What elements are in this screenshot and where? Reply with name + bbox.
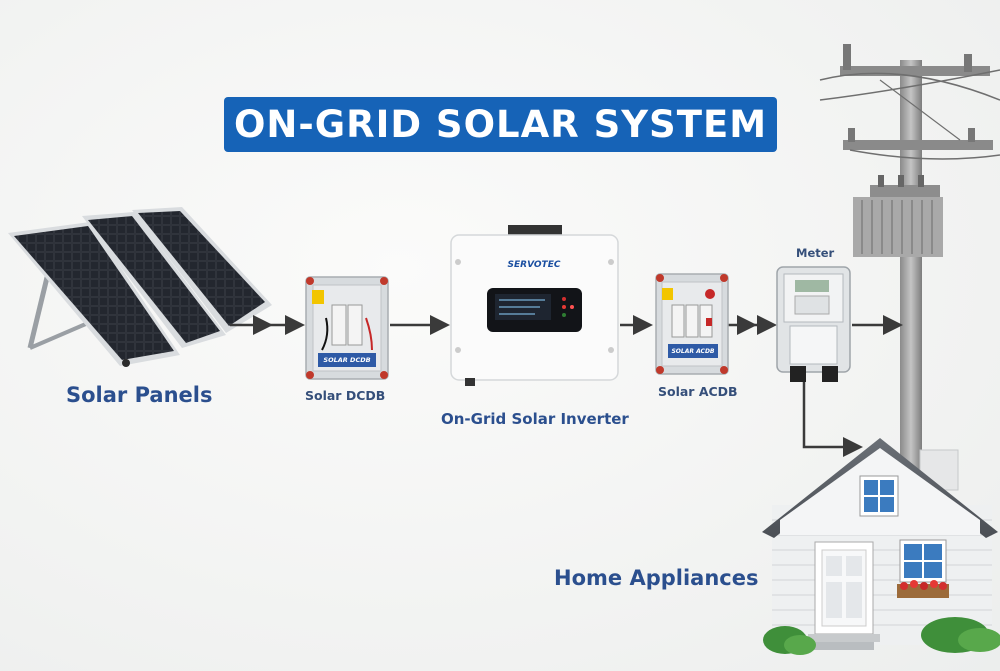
acdb-plate-text: SOLAR ACDB bbox=[671, 348, 714, 355]
diagram-title: ON-GRID SOLAR SYSTEM bbox=[233, 103, 768, 146]
flow-arrows bbox=[230, 315, 903, 457]
utility-pole bbox=[819, 44, 1000, 480]
acdb-box: SOLAR ACDB bbox=[655, 273, 729, 375]
dcdb-plate-text: SOLAR DCDB bbox=[323, 356, 370, 364]
meter-box bbox=[776, 266, 851, 382]
label-solar-acdb: Solar ACDB bbox=[658, 384, 738, 399]
title-banner: ON-GRID SOLAR SYSTEM bbox=[224, 97, 777, 152]
label-solar-panels: Solar Panels bbox=[66, 383, 213, 407]
label-meter: Meter bbox=[796, 246, 835, 260]
inverter-unit: SERVOTEC bbox=[450, 225, 619, 386]
house-image bbox=[762, 438, 1000, 655]
label-inverter: On-Grid Solar Inverter bbox=[441, 410, 629, 428]
solar-panels-image bbox=[8, 207, 272, 367]
dcdb-box: SOLAR DCDB bbox=[305, 276, 389, 380]
label-solar-dcdb: Solar DCDB bbox=[305, 388, 386, 403]
label-home-appliances: Home Appliances bbox=[554, 566, 759, 590]
inverter-brand: SERVOTEC bbox=[508, 260, 561, 270]
